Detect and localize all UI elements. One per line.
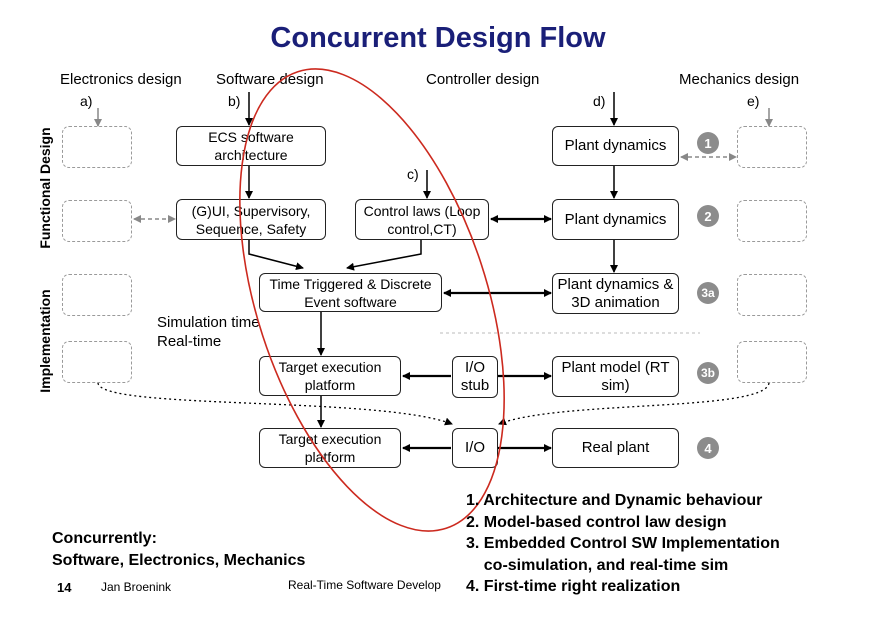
electronics-placeholder-4 (62, 341, 132, 383)
controller-design-label: Controller design (426, 71, 540, 88)
concurrently-heading: Concurrently: (52, 530, 157, 547)
badge-3a: 3a (697, 282, 719, 304)
plant-dynamics-box-2: Plant dynamics (552, 199, 679, 240)
marker-e: e) (747, 93, 760, 109)
electronics-design-label: Electronics design (60, 71, 182, 88)
mechanics-design-label: Mechanics design (679, 71, 800, 88)
badge-4: 4 (697, 437, 719, 459)
real-plant-box: Real plant (552, 428, 679, 468)
io-stub-box: I/O stub (452, 356, 498, 398)
badge-3b: 3b (697, 362, 719, 384)
list-item-1: 1. Architecture and Dynamic behaviour (466, 492, 763, 509)
list-item-3-continued: co-simulation, and real-time sim (466, 556, 729, 574)
gui-supervisory-box: (G)UI, Supervisory, Sequence, Safety (176, 199, 326, 240)
time-triggered-software-box: Time Triggered & Discrete Event software (259, 273, 442, 312)
plant-dynamics-box-1: Plant dynamics (552, 126, 679, 166)
marker-d: d) (593, 93, 606, 109)
page-number: 14 (57, 580, 72, 595)
io-box: I/O (452, 428, 498, 468)
software-design-label: Software design (216, 71, 324, 88)
mechanics-placeholder-2 (737, 200, 807, 242)
list-item-4: 4. First-time right realization (466, 578, 681, 595)
highlight-ellipse (239, 68, 505, 532)
mechanics-placeholder-3 (737, 274, 807, 316)
control-laws-box: Control laws (Loop control,CT) (355, 199, 489, 240)
electronics-placeholder-2 (62, 200, 132, 242)
electronics-placeholder-3 (62, 274, 132, 316)
concurrently-note: Concurrently: Software, Electronics, Mec… (52, 528, 305, 572)
footer-author: Jan Broenink (101, 580, 172, 594)
target-platform-box-2: Target execution platform (259, 428, 401, 468)
plant-dynamics-3d-box: Plant dynamics & 3D animation (552, 273, 679, 314)
real-time-label: Real-time (157, 333, 222, 350)
marker-a: a) (80, 93, 93, 109)
list-item-3: 3. Embedded Control SW Implementation (466, 535, 780, 552)
page-title: Concurrent Design Flow (270, 22, 606, 54)
footer-course: Real-Time Software Develop (288, 578, 441, 592)
badge-2: 2 (697, 205, 719, 227)
marker-c: c) (407, 166, 419, 182)
numbered-list: 1. Architecture and Dynamic behaviour 2. … (466, 490, 780, 598)
marker-b: b) (228, 93, 241, 109)
list-item-2: 2. Model-based control law design (466, 513, 727, 531)
plant-model-box: Plant model (RT sim) (552, 356, 679, 397)
simulation-time-label: Simulation time (157, 314, 260, 331)
concurrently-text: Software, Electronics, Mechanics (52, 552, 306, 569)
badge-1: 1 (697, 132, 719, 154)
mechanics-placeholder-4 (737, 341, 807, 383)
target-platform-box-1: Target execution platform (259, 356, 401, 396)
